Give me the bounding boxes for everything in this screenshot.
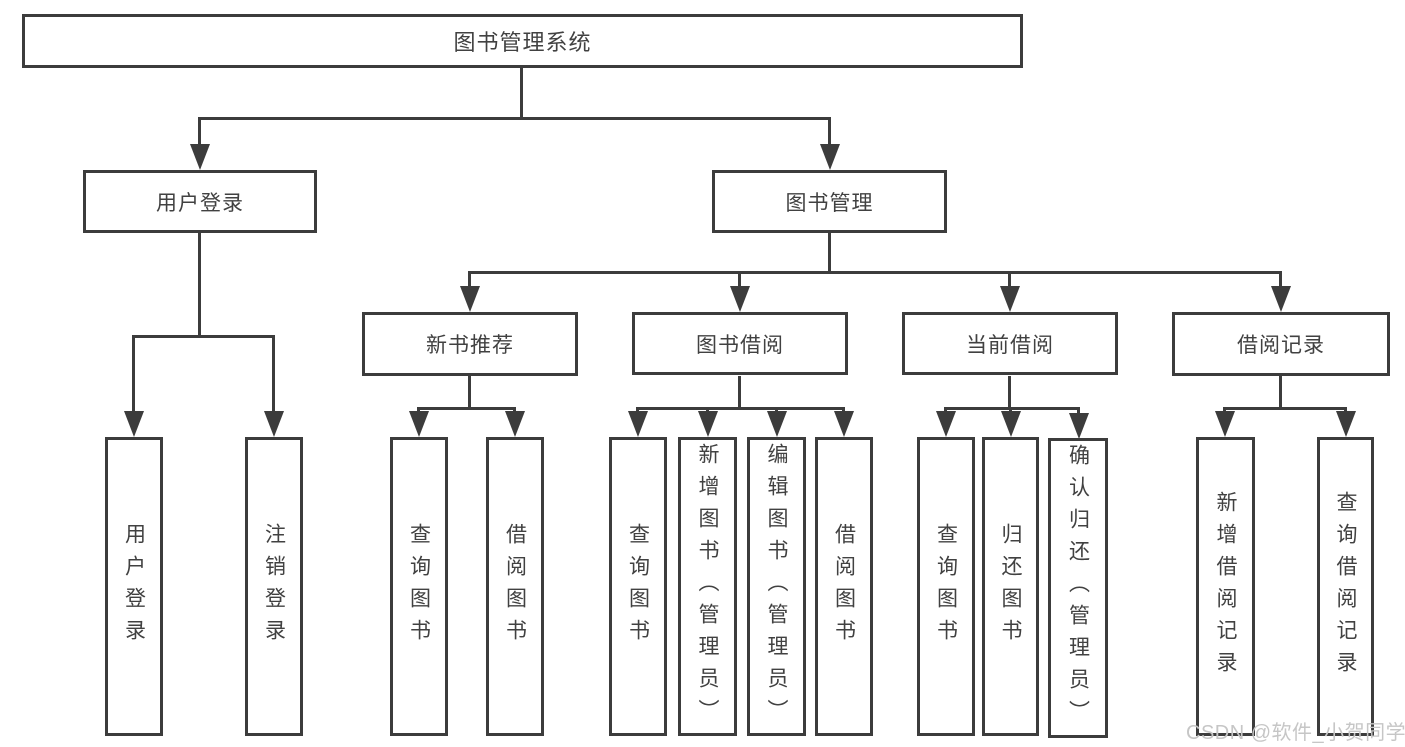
arrow-to-book-borrow: [738, 271, 741, 286]
leaf-newbook-query-label: 查询图书: [407, 522, 431, 651]
leaf-newbook-borrow-label: 借阅图书: [503, 522, 527, 651]
connector-book-manage-stem: [828, 233, 831, 271]
leaf-borrow-edit-admin: 编辑图书（管理员）: [747, 437, 806, 736]
arrow-to-record-query: [1344, 407, 1347, 411]
connector-borrow-record-rail: [1223, 407, 1346, 410]
arrow-to-book-manage: [828, 117, 831, 144]
connector-book-borrow-stem: [738, 376, 741, 407]
connector-book-borrow-rail: [636, 407, 844, 410]
arrow-to-current-return: [1009, 407, 1012, 411]
leaf-borrow-add-admin-label: 新增图书（管理员）: [696, 442, 719, 731]
arrow-to-leaf-logout: [272, 335, 275, 411]
leaf-current-query-label: 查询图书: [934, 522, 958, 651]
arrow-to-record-add: [1223, 407, 1226, 411]
leaf-user-login: 用户登录: [105, 437, 163, 736]
connector-borrow-record-stem: [1279, 376, 1282, 407]
connector-new-book-rail: [417, 407, 515, 410]
leaf-logout-label: 注销登录: [262, 522, 286, 651]
arrow-to-borrow-borrow: [842, 407, 845, 411]
connector-root-stem: [520, 68, 523, 117]
node-user-login-label: 用户登录: [156, 191, 244, 215]
node-borrow-record-label: 借阅记录: [1237, 334, 1325, 357]
leaf-borrow-query-label: 查询图书: [626, 522, 650, 651]
leaf-newbook-borrow: 借阅图书: [486, 437, 544, 736]
arrow-to-current-confirm: [1077, 407, 1080, 413]
leaf-borrow-add-admin: 新增图书（管理员）: [678, 437, 737, 736]
leaf-logout: 注销登录: [245, 437, 303, 736]
node-book-manage-label: 图书管理: [785, 191, 874, 215]
leaf-current-query: 查询图书: [917, 437, 975, 736]
node-book-manage: 图书管理: [712, 170, 947, 233]
node-current-borrow-label: 当前借阅: [966, 333, 1054, 357]
connector-user-login-stem: [198, 233, 201, 335]
node-root: 图书管理系统: [22, 14, 1023, 68]
leaf-current-confirm-admin: 确认归还（管理员）: [1048, 438, 1108, 738]
arrow-to-newbook-borrow: [513, 407, 516, 411]
arrow-to-leaf-user-login: [132, 335, 135, 411]
leaf-borrow-borrow-label: 借阅图书: [832, 522, 856, 651]
connector-user-login-rail: [132, 335, 274, 338]
leaf-current-confirm-admin-label: 确认归还（管理员）: [1066, 444, 1090, 732]
node-borrow-record: 借阅记录: [1172, 312, 1390, 376]
node-current-borrow: 当前借阅: [902, 312, 1118, 375]
csdn-watermark: CSDN @软件_小贺同学: [1186, 722, 1405, 744]
arrow-to-current-borrow: [1008, 271, 1011, 286]
leaf-record-query: 查询借阅记录: [1317, 437, 1374, 736]
arrow-to-newbook-query: [417, 407, 420, 411]
arrow-to-borrow-add: [706, 407, 709, 411]
arrow-to-borrow-record: [1279, 271, 1282, 286]
node-new-book-recommend-label: 新书推荐: [426, 334, 514, 357]
leaf-record-add: 新增借阅记录: [1196, 437, 1255, 736]
leaf-record-add-label: 新增借阅记录: [1214, 490, 1237, 683]
arrow-to-current-query: [944, 407, 947, 411]
leaf-record-query-label: 查询借阅记录: [1334, 490, 1357, 683]
leaf-borrow-query: 查询图书: [609, 437, 667, 736]
node-root-label: 图书管理系统: [453, 30, 592, 55]
leaf-borrow-edit-admin-label: 编辑图书（管理员）: [765, 442, 788, 731]
arrow-to-new-book-recommend: [468, 271, 471, 286]
connector-book-manage-rail: [468, 271, 1281, 274]
connector-current-borrow-stem: [1008, 376, 1011, 407]
connector-root-rail: [198, 117, 831, 120]
leaf-current-return-label: 归还图书: [999, 522, 1022, 651]
node-book-borrow-label: 图书借阅: [696, 333, 784, 357]
arrow-to-borrow-query: [636, 407, 639, 411]
connector-new-book-stem: [468, 376, 471, 407]
leaf-borrow-borrow: 借阅图书: [815, 437, 873, 736]
leaf-newbook-query: 查询图书: [390, 437, 448, 736]
leaf-user-login-label: 用户登录: [122, 522, 146, 651]
node-new-book-recommend: 新书推荐: [362, 312, 578, 376]
node-book-borrow: 图书借阅: [632, 312, 848, 375]
arrow-to-borrow-edit: [775, 407, 778, 411]
node-user-login: 用户登录: [83, 170, 317, 233]
leaf-current-return: 归还图书: [982, 437, 1039, 736]
arrow-to-user-login: [198, 117, 201, 144]
